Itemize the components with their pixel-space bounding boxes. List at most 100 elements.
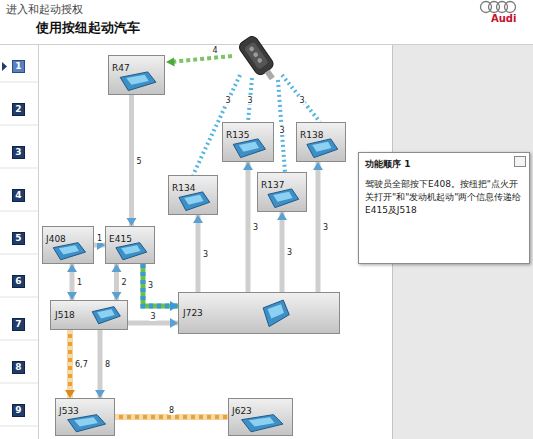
signal-number: 1 [76,278,83,287]
part-body [179,192,210,211]
popup-heading: 功能顺序 1 [365,158,523,171]
arrow-head [112,292,122,300]
part-body [268,189,299,208]
part-body [92,307,120,324]
part-label: R47 [109,62,133,74]
signal-number: 3 [286,248,293,257]
signal-number: 8 [168,406,175,415]
step-button: 9 [12,404,25,417]
callout-number: 4 [211,46,218,55]
control-unit-box: R135 [222,122,274,162]
popup-body: 驾驶员全部按下E408。按纽把"点火开关打开"和"发动机起动"两个信息传递给E4… [365,178,523,217]
signal-line [115,417,228,418]
part-highlight [126,75,148,85]
signal-number: 5 [136,156,143,165]
part-label: J623 [229,405,255,417]
part-icon [213,296,337,330]
control-unit-box: R137 [257,172,307,212]
step-number: 8 [13,362,24,373]
close-button [514,156,526,167]
row-divider [0,297,38,298]
callout-number: 3 [298,96,305,105]
signal-number: 3 [202,249,209,258]
line-band [280,212,285,292]
step-number: 6 [13,276,24,287]
signal-number: 2 [121,278,128,287]
audi-rings [481,2,516,13]
drawing-part [265,69,275,80]
step-number: 7 [13,319,24,330]
drawing-part [505,2,516,13]
arrow-head [67,264,77,272]
part-highlight [97,309,115,318]
divider [38,45,39,439]
control-unit-box: J623 [228,398,293,436]
callout-number: 3 [278,126,285,135]
drawing-part [257,57,263,63]
signal-number: 3 [149,312,156,321]
line-band [246,162,251,292]
part-body [120,72,156,91]
part-label: J518 [51,310,79,320]
row-dividers [0,82,38,426]
arrow-head [243,162,253,170]
arrow-head [170,318,178,328]
arrow-head [277,212,287,220]
arrow-head [67,292,77,300]
radio-link [170,56,232,62]
line-band [316,162,321,292]
row-divider [0,340,38,341]
part-label: J723 [179,308,207,318]
step-button: 8 [12,361,25,374]
info-popup: 功能顺序 1 驾驶员全部按下E408。按纽把"点火开关打开"和"发动机起动"两个信… [358,152,530,264]
signal-number: 3 [322,223,329,232]
drawing-part [244,41,269,69]
drawing-part [278,80,285,172]
step-number: 4 [13,190,24,201]
divider [0,44,533,45]
arrow-head [127,218,137,226]
step-button: 1 [12,60,25,73]
step-number: 9 [13,405,24,416]
part-highlight [312,142,331,152]
key-fob [237,34,280,84]
drawing-part [248,46,254,52]
logo-text: Audi [491,13,516,24]
row-divider [0,383,38,384]
part-highlight [59,245,79,254]
control-unit-box: J518 [50,300,128,330]
callout-number: 3 [224,96,231,105]
line-band [143,264,178,306]
part-body [307,139,338,158]
part-label: E415 [106,233,135,245]
line-band [98,330,103,398]
step-button: 2 [12,103,25,116]
part-highlight [249,417,275,426]
arrow-head [65,390,75,398]
row-divider [0,168,38,169]
control-unit-box: R47 [108,55,165,95]
step-button: 5 [12,232,25,245]
signal-number: 6,7 [74,360,89,369]
signal-number: 3 [252,223,259,232]
step-number: 1 [13,61,24,72]
part-highlight [121,245,140,254]
signal-number: 8 [104,360,111,369]
arrow-head [193,215,203,223]
control-unit-box: R138 [296,122,346,162]
step-button: 7 [12,318,25,331]
page-title: 使用按纽起动汽车 [36,19,140,37]
control-unit-box: R134 [168,175,218,215]
arrow-head [112,264,122,272]
part-label: J408 [43,233,69,245]
control-unit-box: E415 [105,226,155,264]
line-stripes [68,330,73,398]
step-number: 3 [13,147,24,158]
arrow-head [313,162,323,170]
step-button: 6 [12,275,25,288]
line-band [115,415,228,420]
arrow-head [166,58,175,67]
part-body [53,243,85,260]
